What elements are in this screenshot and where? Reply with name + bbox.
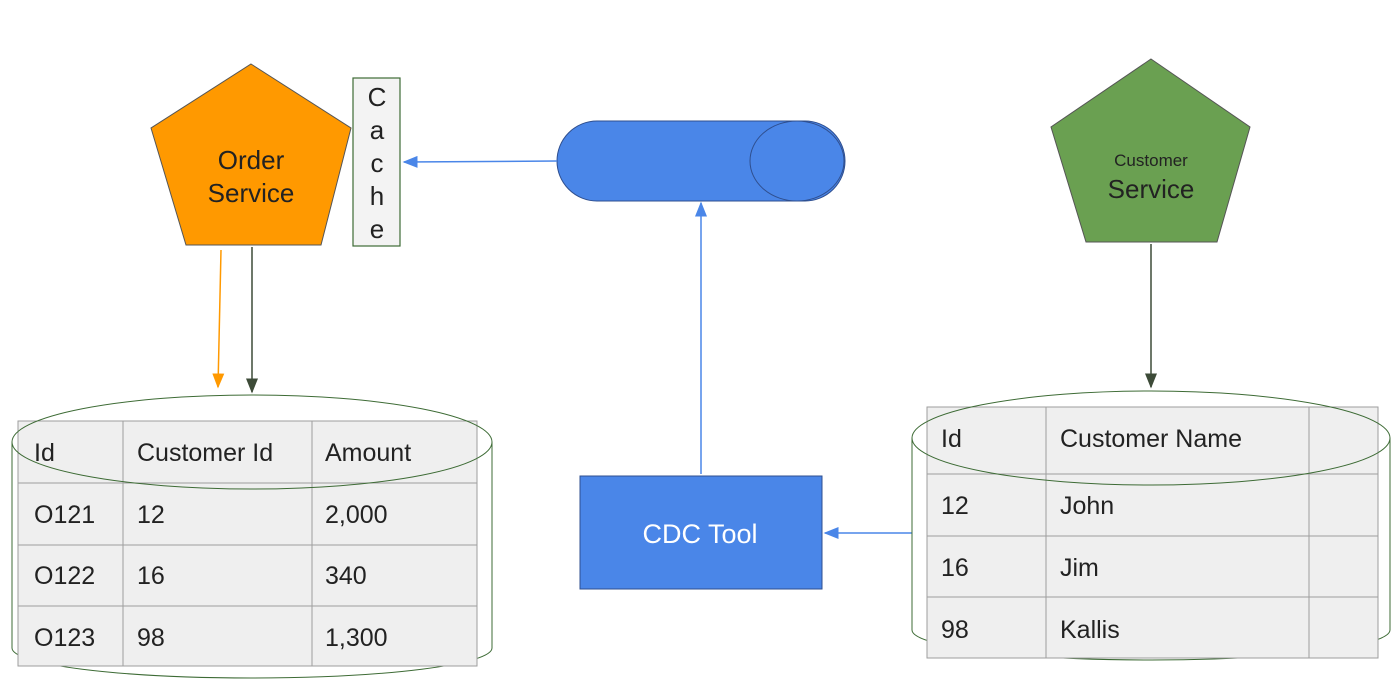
orders-table — [17, 420, 478, 667]
orders-cell: 1,300 — [325, 624, 388, 652]
cdc-tool-label: CDC Tool — [642, 519, 757, 549]
customers-table — [926, 406, 1379, 659]
customers-cell: 12 — [941, 492, 969, 520]
order-service-label-2: Service — [208, 178, 295, 208]
customers-cell: 98 — [941, 616, 969, 644]
customers-cell: Jim — [1060, 554, 1099, 582]
customers-cell: 16 — [941, 554, 969, 582]
orders-header-id: Id — [34, 439, 55, 467]
cache-letter-3: c — [371, 148, 384, 178]
orders-cell: 98 — [137, 624, 165, 652]
cdc-tool-node: CDC Tool — [579, 475, 823, 590]
orders-cell: O121 — [34, 501, 95, 529]
orders-database: Id Customer Id Amount O121 12 2,000 O122… — [11, 394, 493, 679]
orders-cell: 340 — [325, 562, 367, 590]
cache-node: C a c h e — [352, 77, 401, 247]
customer-service-label-2: Service — [1108, 174, 1195, 204]
cache-letter-5: e — [370, 214, 384, 244]
customers-cell: Kallis — [1060, 616, 1120, 644]
customers-header-id: Id — [941, 425, 962, 453]
orders-header-customer-id: Customer Id — [137, 439, 273, 467]
cache-letter-4: h — [370, 181, 384, 211]
customers-cell: John — [1060, 492, 1114, 520]
customer-service-node: Customer Service — [1050, 58, 1251, 243]
message-queue — [556, 120, 846, 202]
orders-cell: 2,000 — [325, 501, 388, 529]
customers-header-name: Customer Name — [1060, 425, 1242, 453]
order-service-read-arrow — [212, 249, 225, 389]
customers-database: Id Customer Name 12 John 16 Jim 98 Kalli… — [911, 390, 1391, 661]
cache-letter-2: a — [370, 115, 385, 145]
order-service-label-1: Order — [218, 145, 285, 175]
orders-cell: O123 — [34, 624, 95, 652]
order-service-node: Order Service — [150, 63, 352, 246]
queue-to-cache-arrow — [402, 155, 558, 168]
orders-cell: 12 — [137, 501, 165, 529]
orders-header-amount: Amount — [325, 439, 411, 467]
customer-service-label-1: Customer — [1114, 151, 1188, 170]
orders-cell: O122 — [34, 562, 95, 590]
orders-cell: 16 — [137, 562, 165, 590]
cache-letter-1: C — [368, 82, 387, 112]
